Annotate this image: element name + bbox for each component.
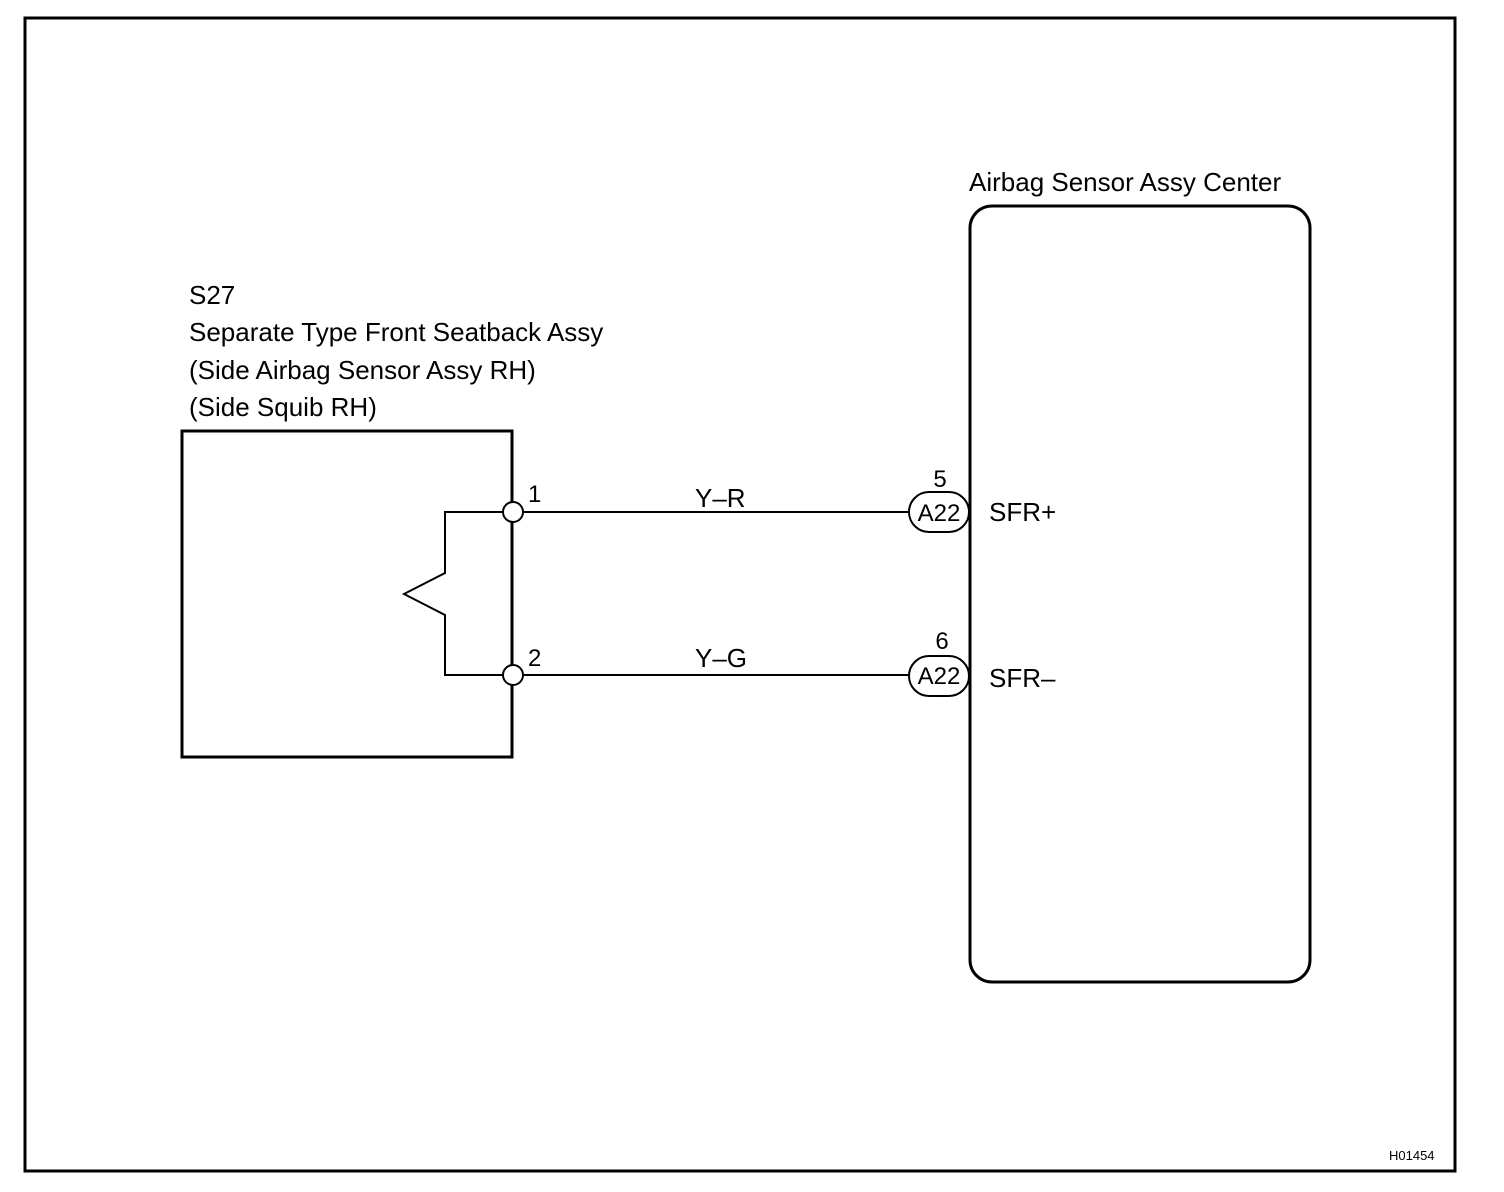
wire-2-color-label: Y–G (695, 643, 747, 673)
component-airbag-center-name: Airbag Sensor Assy Center (969, 167, 1281, 197)
pin-2-terminal (502, 664, 524, 686)
connector-pin5-number: 5 (933, 466, 946, 493)
connector-pin6-number: 6 (935, 628, 948, 655)
component-s27-box (180, 429, 514, 759)
component-airbag-center: Airbag Sensor Assy Center A22 5 SFR+ A22… (908, 167, 1312, 984)
component-s27-name-line-1: Separate Type Front Seatback Assy (189, 317, 603, 347)
figure-code: H01454 (1389, 1148, 1435, 1163)
terminal-sfr-minus: SFR– (989, 663, 1056, 693)
wire-1-color-label: Y–R (695, 483, 746, 513)
wires: Y–R Y–G (523, 483, 910, 676)
component-airbag-center-box (968, 204, 1312, 984)
component-s27-name-line-3: (Side Squib RH) (189, 392, 377, 422)
component-s27-id: S27 (189, 280, 235, 310)
connector-a22-pin5-label: A22 (918, 500, 961, 527)
connector-a22-pin5 (908, 491, 970, 533)
squib-symbol (401, 511, 513, 676)
component-s27-name-line-2: (Side Airbag Sensor Assy RH) (189, 355, 536, 385)
pin-2-label: 2 (528, 645, 541, 672)
terminal-sfr-plus: SFR+ (989, 497, 1056, 527)
component-s27: S27 Separate Type Front Seatback Assy (S… (180, 280, 603, 759)
pin-1-terminal (502, 501, 524, 523)
connector-a22-pin6-label: A22 (918, 663, 961, 690)
outer-frame (23, 16, 1457, 1173)
pin-1-label: 1 (528, 481, 541, 508)
connector-a22-pin6 (908, 655, 970, 697)
